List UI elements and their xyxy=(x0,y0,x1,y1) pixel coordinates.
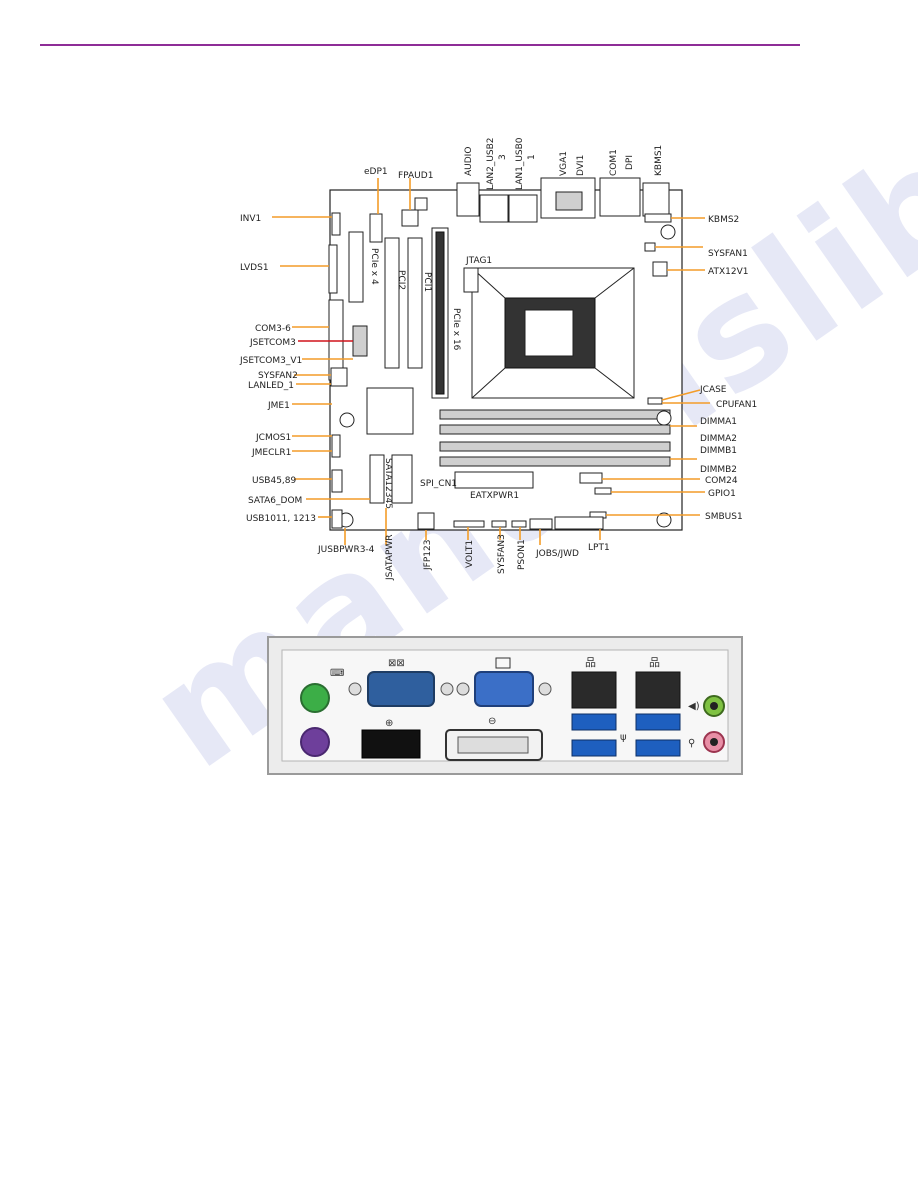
label-jfp123: JFP123 xyxy=(423,540,433,571)
label-lanled1: LANLED_1 xyxy=(248,381,294,391)
monitor-icon xyxy=(495,657,511,669)
label-jobs-jwd: JOBS/JWD xyxy=(535,549,579,559)
label-usb4589: USB45,89 xyxy=(252,476,297,486)
leader-lines-right xyxy=(602,217,710,516)
label-dimmb2: DIMMB2 xyxy=(700,465,737,475)
label-eatxpwr1: EATXPWR1 xyxy=(470,491,519,501)
label-spi-cn1: SPI_CN1 xyxy=(420,479,457,489)
com-port xyxy=(367,671,435,707)
lan-port-2 xyxy=(635,671,681,709)
io-panel: ⌨ ⊠⊠ ⊕ ⊖ 品 品 ψ ◀) ⚲ xyxy=(267,636,743,775)
label-atx12v1: ATX12V1 xyxy=(708,267,748,277)
label-usb10111213: USB1011, 1213 xyxy=(246,514,316,524)
label-lan2-usb2: LAN2_USB2 xyxy=(486,137,496,190)
label-inv1: INV1 xyxy=(240,214,261,224)
ps2-keyboard-port xyxy=(300,727,330,757)
top-labels: eDP1 FPAUD1 AUDIO LAN2_USB2 3 LAN1_USB0 … xyxy=(364,137,664,190)
label-volt1: VOLT1 xyxy=(465,540,475,568)
displayport-port xyxy=(361,729,421,759)
label-dimma1: DIMMA1 xyxy=(700,417,737,427)
network-icon: 品 xyxy=(649,656,660,669)
network-icon: 品 xyxy=(585,656,596,669)
lan-port-1 xyxy=(571,671,617,709)
right-labels: KBMS2 SYSFAN1 ATX12V1 JCASE CPUFAN1 DIMM… xyxy=(699,215,757,522)
cpu-socket xyxy=(471,267,635,399)
dvi-icon: ⊖ xyxy=(488,716,496,727)
label-jusbpwr3-4: JUSBPWR3-4 xyxy=(317,545,375,555)
label-jsetcom3: JSETCOM3 xyxy=(249,338,296,348)
label-fpaud1: FPAUD1 xyxy=(398,171,433,181)
label-com3-6: COM3-6 xyxy=(255,324,291,334)
label-sysfan2: SYSFAN2 xyxy=(258,371,298,381)
usb-icon: ψ xyxy=(620,732,627,743)
serial-port-icon: ⊠⊠ xyxy=(388,658,405,669)
label-com1: COM1 xyxy=(609,149,619,176)
label-kbms2: KBMS2 xyxy=(708,215,739,225)
vga-port xyxy=(474,671,534,707)
label-sata6-dom: SATA6_DOM xyxy=(248,496,302,506)
label-sysfan1: SYSFAN1 xyxy=(708,249,748,259)
label-dimma2: DIMMA2 xyxy=(700,434,737,444)
label-audio: AUDIO xyxy=(464,147,474,176)
expansion-slots xyxy=(348,227,449,399)
header-rule xyxy=(40,44,800,46)
label-jcase: JCASE xyxy=(699,385,727,395)
label-cpufan1: CPUFAN1 xyxy=(716,400,757,410)
label-lan1-usb1: 1 xyxy=(527,154,537,160)
ps2-mouse-port xyxy=(300,683,330,713)
label-kbms1: KBMS1 xyxy=(654,145,664,176)
label-dimmb1: DIMMB1 xyxy=(700,446,737,456)
label-gpio1: GPIO1 xyxy=(708,489,736,499)
usb-port xyxy=(571,713,617,731)
label-lan1-usb0: LAN1_USB0 xyxy=(515,137,525,190)
label-com24: COM24 xyxy=(705,476,738,486)
board-labels: PCIe x 4 PCI2 PCI1 PCIe x 16 JTAG1 SPI_C… xyxy=(369,248,519,509)
label-pcie-x16: PCIe x 16 xyxy=(451,308,461,351)
label-pci1: PCI1 xyxy=(422,272,432,292)
label-dpi: DPI xyxy=(625,155,635,170)
label-pcie-x4: PCIe x 4 xyxy=(369,248,379,285)
bottom-labels: JUSBPWR3-4 JSATAPWR JFP123 VOLT1 SYSFAN3… xyxy=(317,534,610,581)
label-sysfan3: SYSFAN3 xyxy=(497,534,507,574)
label-dvi1: DVI1 xyxy=(576,155,586,176)
chipset xyxy=(366,387,414,435)
label-jsatapwr: JSATAPWR xyxy=(385,534,395,581)
mount-hole xyxy=(660,224,676,240)
rear-io-connectors xyxy=(414,177,670,223)
leader-lines-top-bottom xyxy=(377,178,601,545)
label-lvds1: LVDS1 xyxy=(240,263,269,273)
audio-out-icon: ◀) xyxy=(688,701,700,712)
label-jsetcom3-v1: JSETCOM3_V1 xyxy=(239,356,302,366)
label-pson1: PSON1 xyxy=(517,539,527,570)
dimm-slots xyxy=(439,409,671,467)
left-labels: INV1 LVDS1 COM3-6 JSETCOM3 JSETCOM3_V1 S… xyxy=(239,214,316,524)
label-lan2-usb3: 3 xyxy=(498,154,508,160)
leader-lines-left xyxy=(272,216,387,545)
label-jme1: JME1 xyxy=(267,401,290,411)
usb-port xyxy=(571,739,617,757)
displayport-icon: ⊕ xyxy=(385,718,393,729)
mount-hole xyxy=(656,512,672,528)
label-smbus1: SMBUS1 xyxy=(705,512,743,522)
label-jcmos1: JCMOS1 xyxy=(255,433,291,443)
usb-port xyxy=(635,713,681,731)
label-jmeclr1: JMECLR1 xyxy=(251,448,291,458)
usb-port xyxy=(635,739,681,757)
label-jtag1: JTAG1 xyxy=(465,256,492,266)
label-edp1: eDP1 xyxy=(364,167,388,177)
mount-hole xyxy=(656,410,672,426)
label-vga1: VGA1 xyxy=(559,151,569,176)
label-sata12345: SATA12345 xyxy=(383,458,393,509)
label-pci2: PCI2 xyxy=(396,270,406,290)
headers xyxy=(328,209,672,530)
label-lpt1: LPT1 xyxy=(588,543,610,553)
mount-hole xyxy=(339,412,355,428)
keyboard-mouse-icon: ⌨ xyxy=(330,668,344,679)
mic-icon: ⚲ xyxy=(688,738,695,749)
